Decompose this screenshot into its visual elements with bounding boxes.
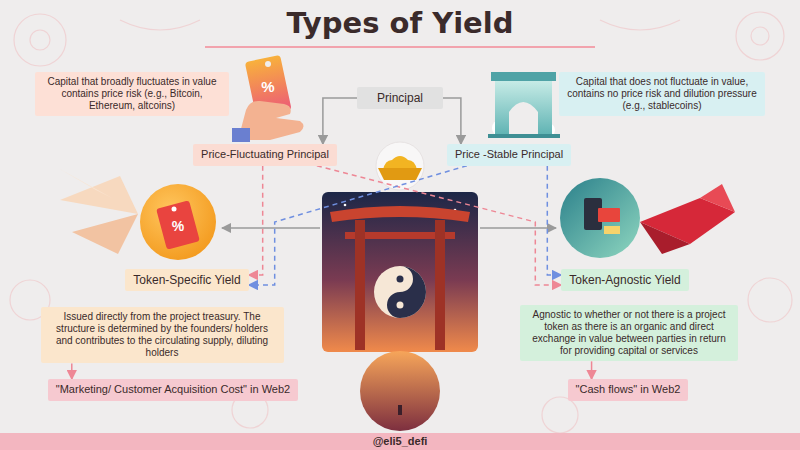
yin-yang — [374, 266, 426, 318]
category-label: Price -Stable Principal — [447, 144, 571, 165]
connector-arrow — [71, 363, 73, 379]
yin-yang-dot — [397, 302, 404, 309]
flow-arrow — [222, 227, 320, 229]
flow-arrow — [480, 227, 556, 229]
arch-icon — [488, 72, 560, 138]
torii-pillar — [435, 220, 445, 350]
connector-arrow — [249, 166, 467, 285]
box-text: "Marketing/ Customer Acquisition Cost" i… — [56, 383, 290, 396]
flower — [542, 397, 578, 433]
box-text: Token-Specific Yield — [133, 273, 240, 288]
origami-facet — [640, 222, 690, 254]
connector-arrow — [591, 361, 593, 379]
origami-facet — [60, 176, 138, 214]
flower — [736, 12, 784, 60]
icon-circle — [140, 184, 216, 260]
token-tag-icon — [140, 184, 216, 260]
connector-arrow — [323, 98, 357, 144]
connector-arrow — [443, 98, 461, 144]
box-text: Capital that broadly fluctuates in value… — [43, 76, 221, 113]
description-box: Capital that does not fluctuate in value… — [559, 72, 765, 117]
box-text: Issued directly from the project treasur… — [49, 311, 276, 360]
title-underline — [205, 46, 595, 48]
flower — [751, 27, 769, 45]
origami-bird-left — [58, 168, 138, 254]
yield-type-box: Token-Agnostic Yield — [561, 269, 688, 292]
connector-arrow — [547, 166, 561, 275]
box-text: Agnostic to whether or not there is a pr… — [528, 309, 730, 358]
figure — [398, 405, 402, 415]
sleeve — [232, 128, 250, 142]
origami-bird-right — [640, 184, 735, 254]
category-label: Price-Fluctuating Principal — [193, 144, 337, 165]
box-text: Principal — [365, 91, 435, 106]
web2-analogy-box: "Cash flows" in Web2 — [568, 379, 689, 400]
ticket-hole — [265, 61, 271, 67]
tag-hole — [172, 207, 177, 212]
note — [604, 226, 620, 234]
origami-facet — [700, 184, 735, 212]
box-text: Price -Stable Principal — [455, 148, 563, 161]
arch — [495, 81, 552, 135]
caption-bar — [0, 433, 800, 450]
principal-box: Principal — [357, 87, 443, 110]
icon-symbol: % — [172, 219, 184, 233]
arch-ground — [488, 134, 560, 138]
web2-analogy-box: "Marketing/ Customer Acquisition Cost" i… — [48, 379, 298, 400]
yin-yang-dot — [397, 276, 404, 283]
torii-beam — [330, 206, 470, 222]
cash-icon — [560, 178, 640, 258]
icon-circle — [560, 178, 640, 258]
caption: @eli5_defi — [0, 434, 800, 449]
card — [598, 208, 620, 222]
sky-panel — [322, 192, 478, 352]
bubble — [376, 142, 424, 190]
description-box: Capital that broadly fluctuates in value… — [35, 72, 229, 117]
arch-top — [491, 72, 556, 81]
gold-ingot-bubble — [376, 142, 424, 190]
yield-type-box: Token-Specific Yield — [125, 269, 248, 292]
ingot-base — [378, 168, 422, 180]
box-text: Token-Agnostic Yield — [569, 273, 680, 288]
hand-ticket-icon — [232, 55, 304, 142]
floral-pattern — [10, 12, 792, 433]
description-box: Agnostic to whether or not there is a pr… — [520, 305, 738, 362]
diagram-title: Types of Yield — [0, 6, 800, 40]
flower — [14, 14, 66, 66]
connector-arrow — [317, 166, 561, 285]
box-text: Price-Fluctuating Principal — [201, 148, 329, 161]
description-box: Issued directly from the project treasur… — [41, 307, 284, 364]
torii-pillar — [355, 220, 365, 350]
origami-facet — [72, 214, 138, 254]
ingot-top — [383, 156, 417, 170]
flower — [30, 30, 50, 50]
icon-symbol: % — [261, 79, 274, 94]
yin-yang-half — [387, 266, 426, 318]
connector-arrow — [249, 166, 263, 275]
star — [344, 204, 347, 207]
flower — [748, 278, 792, 322]
sun-circle — [360, 351, 440, 431]
box-text: Capital that does not fluctuate in value… — [567, 76, 757, 113]
origami-facet — [58, 168, 112, 198]
box-text: "Cash flows" in Web2 — [576, 383, 681, 396]
price-tag — [156, 200, 200, 249]
